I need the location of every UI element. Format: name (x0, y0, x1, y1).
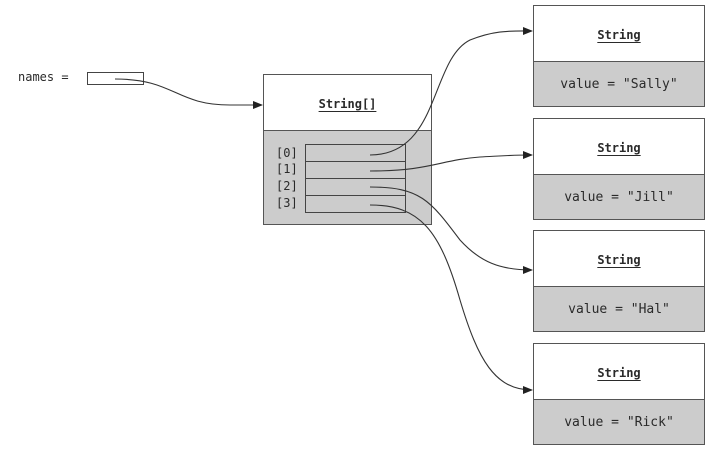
string-value: value = "Hal" (534, 286, 704, 331)
string-header: String (534, 119, 704, 176)
string-value: value = "Sally" (534, 61, 704, 106)
array-index-1: [1] (276, 162, 298, 176)
array-type-label: String[] (318, 96, 377, 111)
string-type-label: String (597, 365, 641, 380)
string-object-1: String value = "Jill" (533, 118, 705, 220)
arrow-slot0-to-sally (369, 26, 533, 156)
arrow-names-to-array (114, 78, 263, 109)
string-header: String (534, 231, 704, 288)
string-object-2: String value = "Hal" (533, 230, 705, 332)
string-object-3: String value = "Rick" (533, 343, 705, 445)
variable-label: names = (18, 70, 69, 84)
string-type-label: String (597, 27, 641, 42)
array-header: String[] (264, 75, 431, 132)
string-value: value = "Jill" (534, 174, 704, 219)
string-object-0: String value = "Sally" (533, 5, 705, 107)
array-index-2: [2] (276, 179, 298, 193)
arrow-slot2-to-hal (369, 186, 533, 274)
string-type-label: String (597, 252, 641, 267)
string-value: value = "Rick" (534, 399, 704, 444)
string-header: String (534, 6, 704, 63)
arrow-slot1-to-jill (369, 151, 533, 172)
variable-reference-box (87, 72, 144, 85)
arrow-slot3-to-rick (369, 204, 533, 394)
string-header: String (534, 344, 704, 401)
array-index-0: [0] (276, 146, 298, 160)
array-slot-3 (305, 195, 406, 213)
string-type-label: String (597, 140, 641, 155)
array-index-3: [3] (276, 196, 298, 210)
